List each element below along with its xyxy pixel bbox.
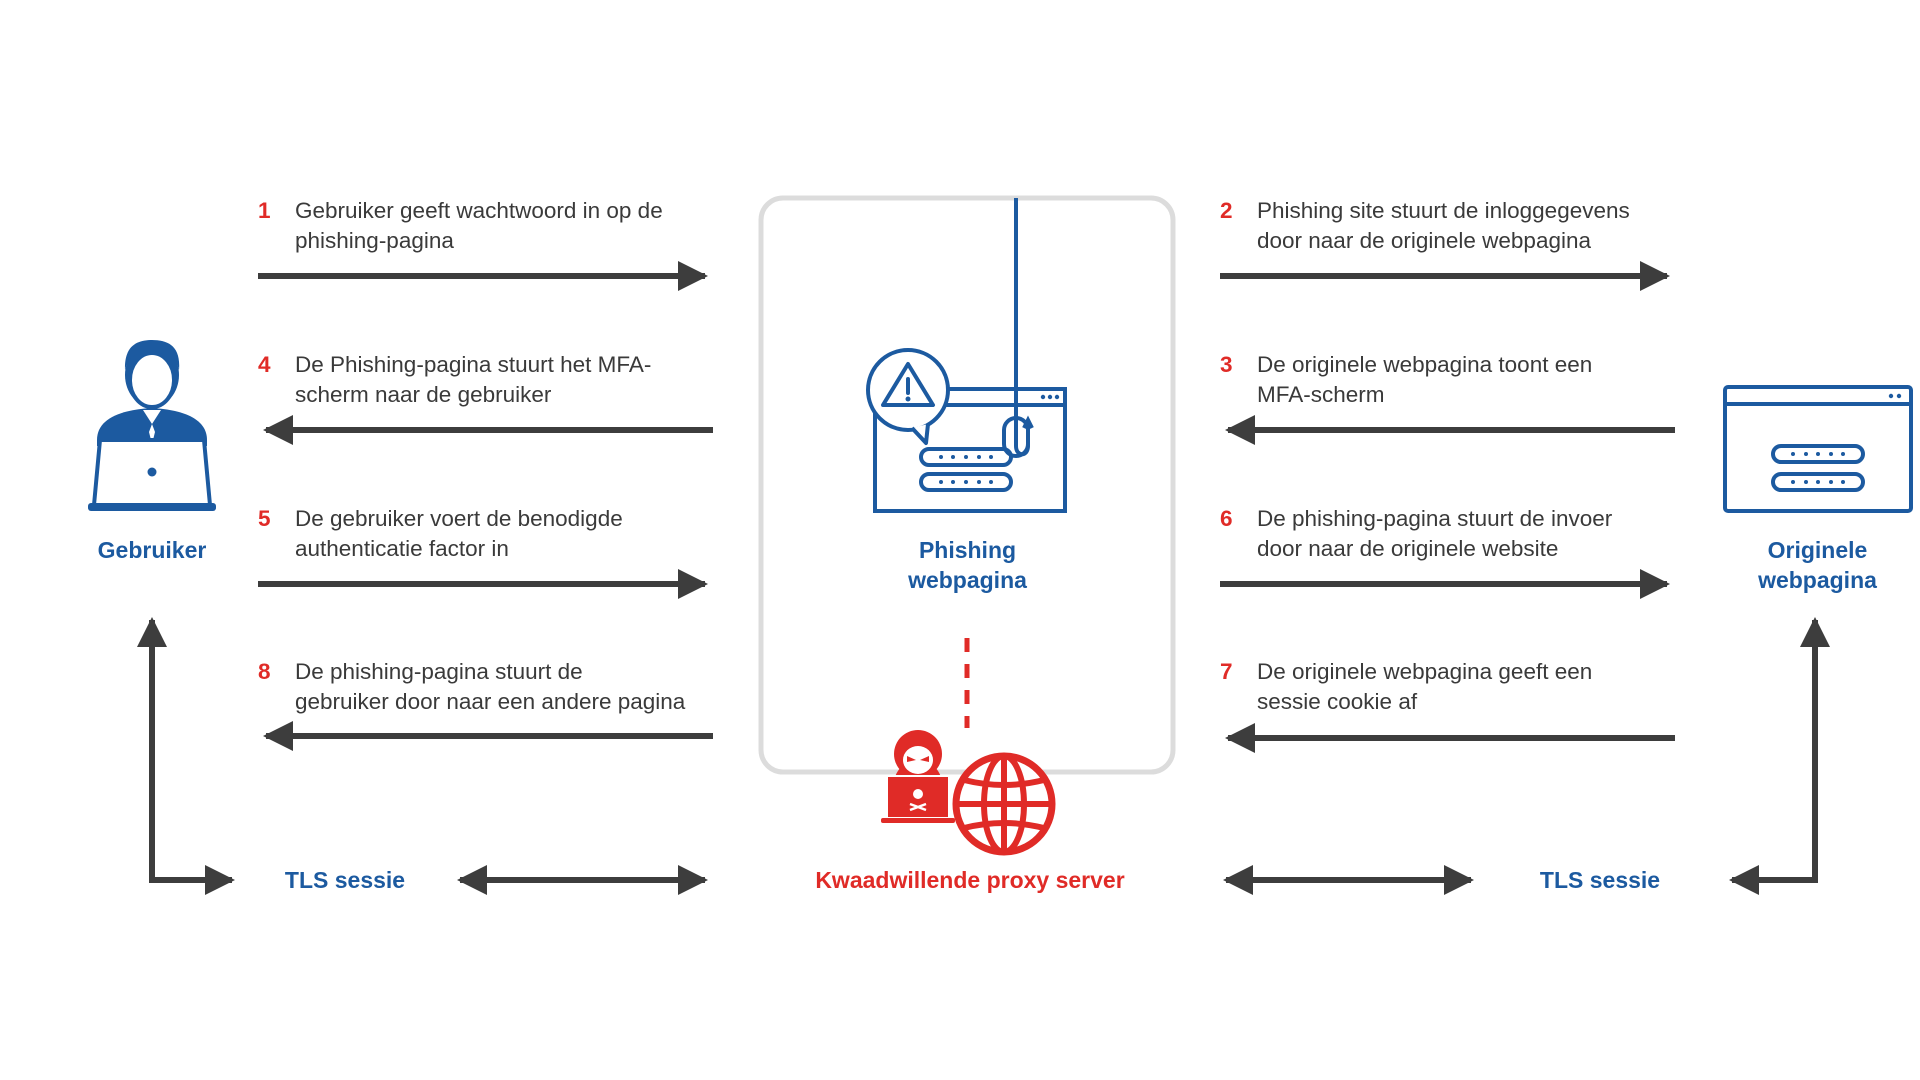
proxy-label: Kwaadwillende proxy server xyxy=(815,867,1125,893)
browser-window-icon xyxy=(1723,385,1913,513)
phishing-label-line1: Phishing xyxy=(918,537,1017,563)
step-line: De phishing-pagina stuurt de xyxy=(295,659,583,684)
step-number: 3 xyxy=(1220,352,1233,377)
step-number: 8 xyxy=(258,659,271,684)
step-line: De phishing-pagina stuurt de invoer xyxy=(1257,506,1613,531)
phishing-label: Phishing webpagina xyxy=(870,535,1065,595)
step-line: MFA-scherm xyxy=(1257,382,1385,407)
step-line: authenticatie factor in xyxy=(295,536,509,561)
connector-original-tls xyxy=(1729,617,1830,895)
step-line: De originele webpagina toont een xyxy=(1257,352,1593,377)
hacker-globe-icon xyxy=(881,730,1056,856)
tls-label-left: TLS sessie xyxy=(284,867,406,893)
user-label: Gebruiker xyxy=(97,537,207,563)
original-label-line2: webpagina xyxy=(1758,567,1877,593)
step-description: Gebruiker geeft wachtwoord in op de phis… xyxy=(295,196,735,256)
original-label-line1: Originele xyxy=(1767,537,1868,563)
step-line: De Phishing-pagina stuurt het MFA- xyxy=(295,352,652,377)
user-with-laptop-icon xyxy=(88,340,216,511)
step-line: door naar de originele website xyxy=(1257,536,1559,561)
phishing-label-line2: webpagina xyxy=(908,567,1027,593)
step-description: De originele webpagina geeft een sessie … xyxy=(1257,657,1697,717)
step-line: De originele webpagina geeft een xyxy=(1257,659,1593,684)
step-number: 5 xyxy=(258,506,271,531)
step-line: De gebruiker voert de benodigde xyxy=(295,506,623,531)
connector-user-tls xyxy=(137,617,235,895)
step-line: scherm naar de gebruiker xyxy=(295,382,552,407)
step-number: 4 xyxy=(258,352,271,377)
step-line: Gebruiker geeft wachtwoord in op de xyxy=(295,198,663,223)
original-label: Originele webpagina xyxy=(1720,535,1915,595)
step-line: phishing-pagina xyxy=(295,228,454,253)
step-line: door naar de originele webpagina xyxy=(1257,228,1591,253)
step-description: De originele webpagina toont een MFA-sch… xyxy=(1257,350,1697,410)
step-description: Phishing site stuurt de inloggegevens do… xyxy=(1257,196,1697,256)
step-line: sessie cookie af xyxy=(1257,689,1418,714)
step-description: De phishing-pagina stuurt de invoer door… xyxy=(1257,504,1697,564)
step-number: 7 xyxy=(1220,659,1233,684)
step-description: De gebruiker voert de benodigde authenti… xyxy=(295,504,735,564)
step-number: 2 xyxy=(1220,198,1233,223)
step-number: 6 xyxy=(1220,506,1233,531)
tls-label-right: TLS sessie xyxy=(1539,867,1661,893)
step-line: Phishing site stuurt de inloggegevens xyxy=(1257,198,1630,223)
step-number: 1 xyxy=(258,198,271,223)
step-line: gebruiker door naar een andere pagina xyxy=(295,689,686,714)
phishing-webpage-icon xyxy=(866,198,1067,513)
step-description: De phishing-pagina stuurt de gebruiker d… xyxy=(295,657,735,717)
step-description: De Phishing-pagina stuurt het MFA- scher… xyxy=(295,350,735,410)
